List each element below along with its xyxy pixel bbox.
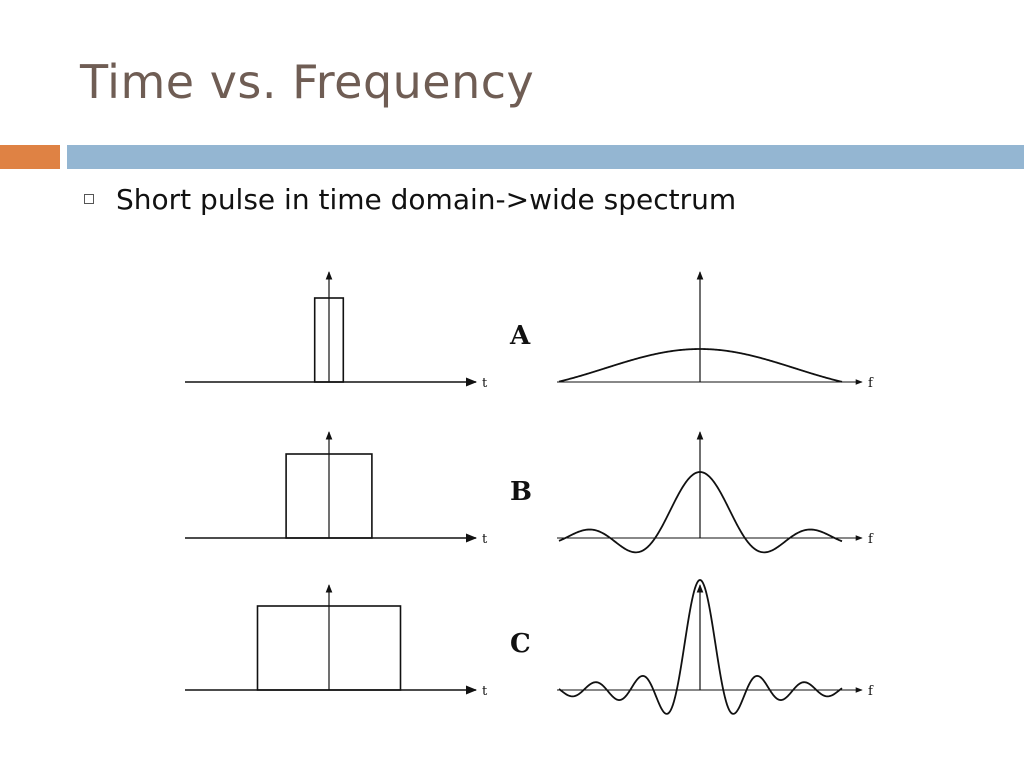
freq-axis-label: f	[868, 532, 874, 547]
case-row-b: t Bf	[185, 431, 874, 554]
case-row-a: t Af	[185, 271, 874, 391]
freq-axis-label: f	[868, 376, 874, 391]
sinc-spectrum	[558, 471, 843, 554]
time-axis-label: t	[482, 532, 488, 547]
accent-bar	[0, 145, 60, 169]
rect-pulse	[256, 605, 402, 691]
bullet-text: Short pulse in time domain->wide spectru…	[116, 183, 737, 216]
sinc-spectrum	[558, 348, 843, 383]
rect-pulse	[313, 297, 345, 383]
sinc-spectrum	[558, 579, 843, 715]
title-divider-bar	[67, 145, 1024, 169]
case-label: C	[510, 629, 531, 659]
freq-axis-label: f	[868, 684, 874, 699]
case-label: A	[509, 321, 531, 351]
time-axis-label: t	[482, 376, 488, 391]
time-axis-label: t	[482, 684, 488, 699]
rect-pulse	[285, 453, 373, 539]
bullet-square-icon	[84, 194, 94, 204]
slide-title: Time vs. Frequency	[80, 55, 535, 109]
case-row-c: t Cf	[185, 579, 874, 715]
case-label: B	[510, 477, 532, 507]
